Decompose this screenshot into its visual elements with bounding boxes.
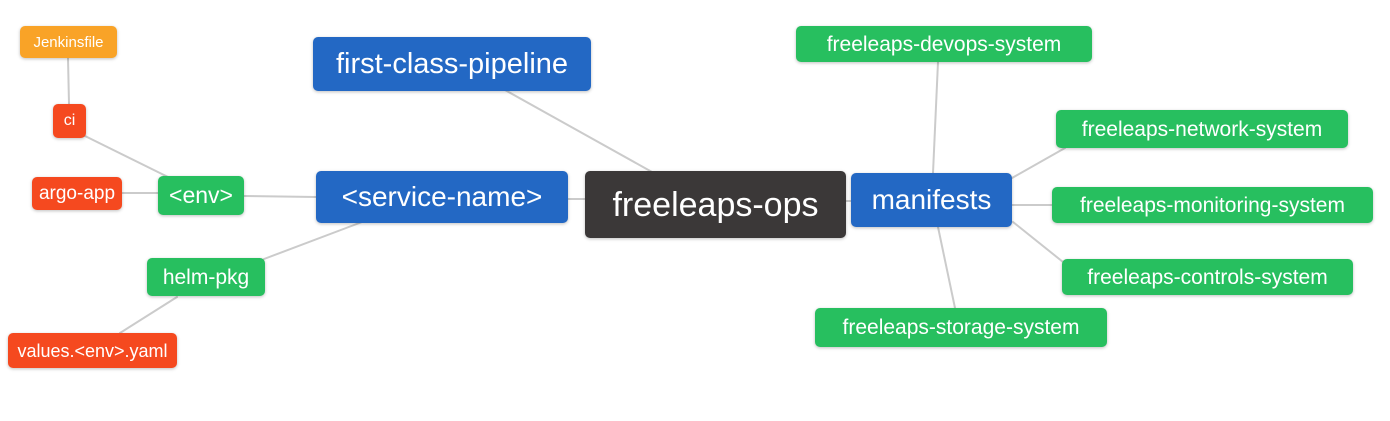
edge-first-class-pipeline--freeleaps-ops [504, 89, 653, 173]
node-ci[interactable]: ci [53, 104, 86, 138]
node-freeleaps-monitoring-system[interactable]: freeleaps-monitoring-system [1052, 187, 1373, 223]
node-freeleaps-controls-system[interactable]: freeleaps-controls-system [1062, 259, 1353, 295]
node-manifests[interactable]: manifests [851, 173, 1012, 227]
node-freeleaps-devops-system[interactable]: freeleaps-devops-system [796, 26, 1092, 62]
edge-values-env-yaml--helm-pkg [119, 296, 178, 334]
node-first-class-pipeline[interactable]: first-class-pipeline [313, 37, 591, 91]
edge-manifests--freeleaps-network-system [1011, 147, 1066, 179]
node-freeleaps-network-system[interactable]: freeleaps-network-system [1056, 110, 1348, 148]
node-helm-pkg[interactable]: helm-pkg [147, 258, 265, 296]
node-argo-app[interactable]: argo-app [32, 177, 122, 210]
edge-env--service-name [243, 195, 317, 198]
edge-jenkinsfile--ci [67, 57, 70, 105]
node-service-name[interactable]: <service-name> [316, 171, 568, 223]
node-env[interactable]: <env> [158, 176, 244, 215]
node-freeleaps-storage-system[interactable]: freeleaps-storage-system [815, 308, 1107, 347]
edge-helm-pkg--service-name [263, 221, 363, 260]
edge-ci--env [84, 135, 169, 178]
node-values-env-yaml[interactable]: values.<env>.yaml [8, 333, 177, 368]
node-jenkinsfile[interactable]: Jenkinsfile [20, 26, 117, 58]
edge-manifests--freeleaps-storage-system [937, 226, 956, 309]
edge-manifests--freeleaps-devops-system [932, 61, 939, 174]
edge-manifests--freeleaps-controls-system [1012, 221, 1064, 263]
node-freeleaps-ops[interactable]: freeleaps-ops [585, 171, 846, 238]
